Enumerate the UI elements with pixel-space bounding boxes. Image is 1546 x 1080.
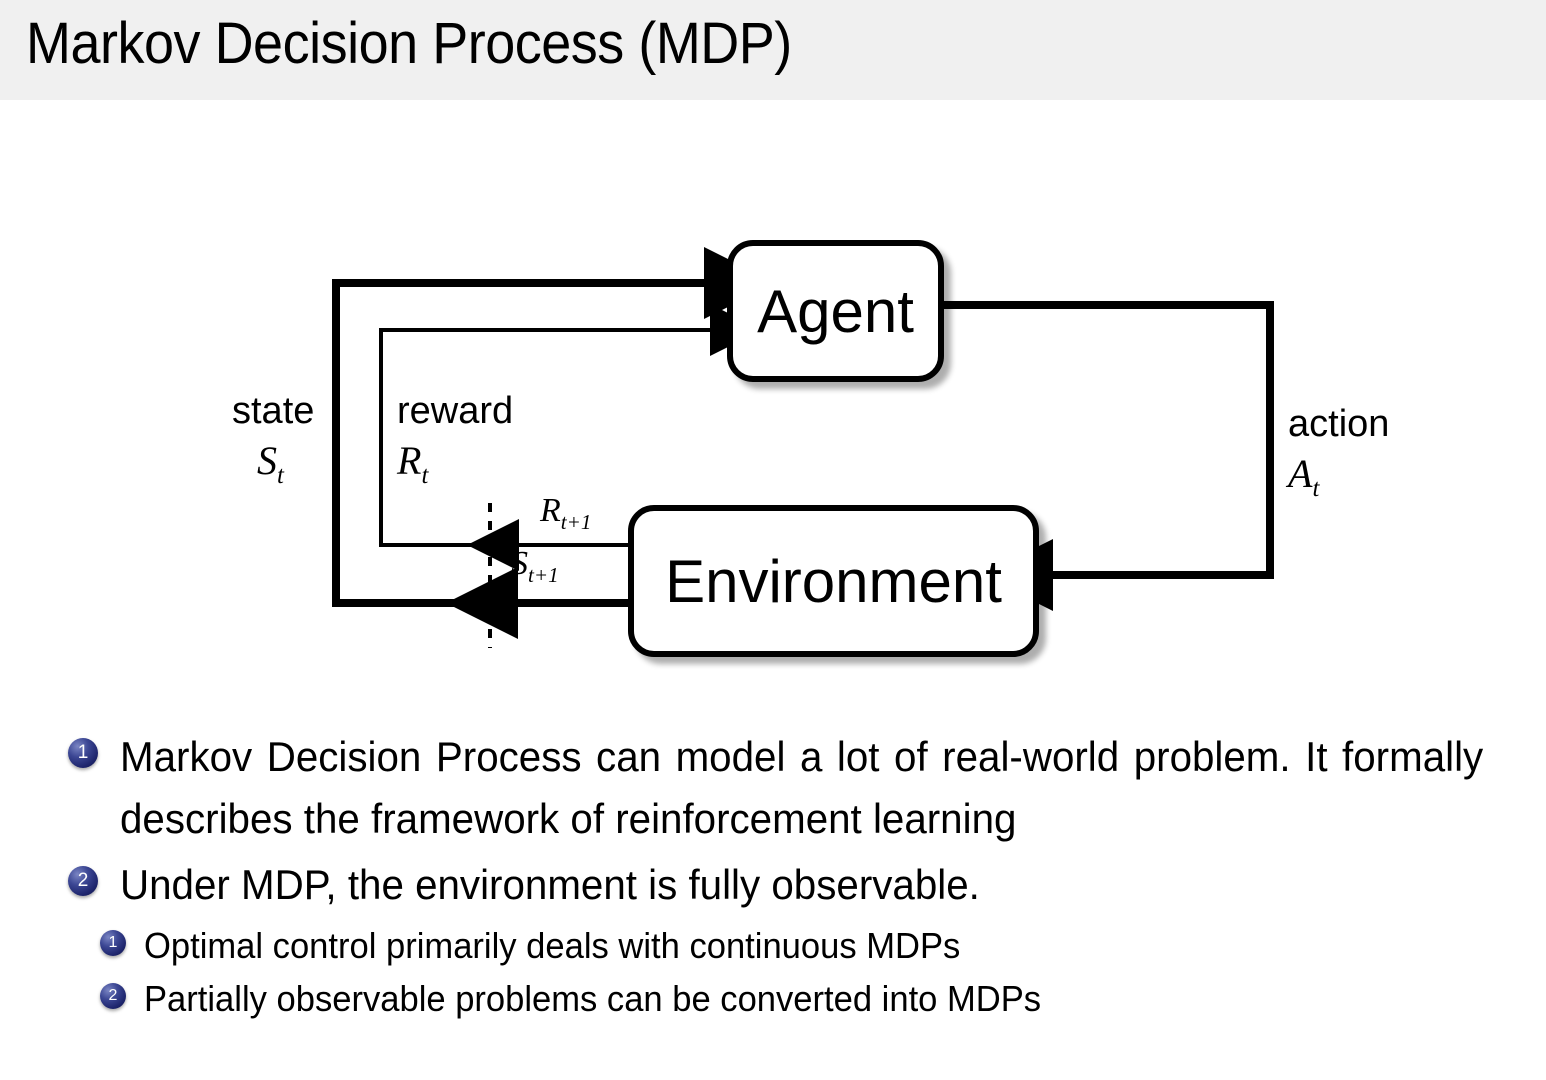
state-next-symbol-label: St+1 <box>511 545 559 588</box>
action-symbol-label: At <box>1288 450 1319 503</box>
list-item: 1 Markov Decision Process can model a lo… <box>68 726 1546 850</box>
mdp-diagram: Agent Environment state St reward Rt act… <box>0 100 1546 700</box>
reward-next-symbol: R <box>540 492 561 529</box>
state-next-symbol: S <box>511 545 528 582</box>
diagram-connectors <box>332 247 1274 648</box>
reward-label: reward <box>397 390 514 432</box>
state-subscript: t <box>277 462 284 489</box>
state-feedback-path <box>332 247 776 607</box>
state-label: state <box>232 390 315 432</box>
page-title: Markov Decision Process (MDP) <box>26 11 792 76</box>
reward-feedback-path <box>379 304 762 547</box>
list-item: 2 Under MDP, the environment is fully ob… <box>68 854 1546 916</box>
sub-list-item-text: Optimal control primarily deals with con… <box>144 925 961 966</box>
action-symbol: A <box>1288 451 1313 496</box>
environment-node-label: Environment <box>665 547 1002 615</box>
action-label: action <box>1288 403 1390 445</box>
reward-next-symbol-label: Rt+1 <box>540 492 591 535</box>
state-symbol-label: St <box>257 437 284 490</box>
environment-node: Environment <box>628 505 1039 657</box>
sub-list-item-text: Partially observable problems can be con… <box>144 978 1042 1019</box>
sub-list: 1 Optimal control primarily deals with c… <box>100 920 1546 1025</box>
bullet-marker-2: 2 <box>68 866 98 896</box>
reward-subscript: t <box>421 462 429 489</box>
action-path <box>932 301 1274 611</box>
bullet-marker-1: 1 <box>68 738 98 768</box>
agent-node-label: Agent <box>757 277 914 345</box>
reward-next-subscript: t+1 <box>560 509 592 534</box>
sub-list-item: 1 Optimal control primarily deals with c… <box>100 920 1546 972</box>
slide-header-bar: Markov Decision Process (MDP) <box>0 0 1546 100</box>
list-item-text: Under MDP, the environment is fully obse… <box>120 861 980 908</box>
reward-symbol: R <box>397 438 422 483</box>
sub-bullet-marker-1: 1 <box>100 930 126 956</box>
sub-list-item: 2 Partially observable problems can be c… <box>100 973 1546 1025</box>
sub-bullet-marker-2: 2 <box>100 983 126 1009</box>
slide-content: 1 Markov Decision Process can model a lo… <box>0 726 1546 1026</box>
state-next-subscript: t+1 <box>528 562 559 587</box>
action-subscript: t <box>1312 475 1320 502</box>
agent-node: Agent <box>727 240 944 382</box>
state-symbol: S <box>257 438 277 483</box>
reward-symbol-label: Rt <box>397 437 428 490</box>
list-item-text: Markov Decision Process can model a lot … <box>120 733 1484 842</box>
